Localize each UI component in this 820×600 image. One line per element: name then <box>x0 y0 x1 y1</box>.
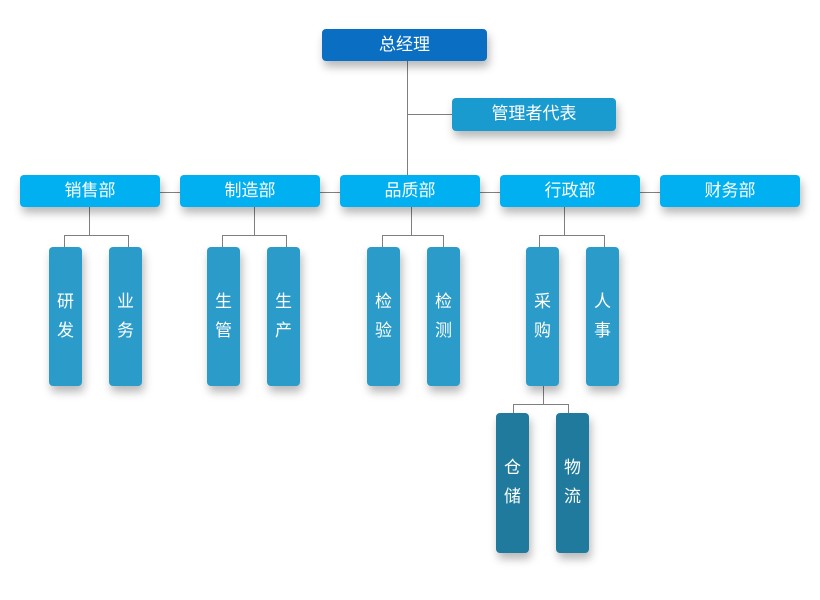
connector-sub-2-0 <box>382 235 383 247</box>
node-warehousing[interactable]: 仓储 <box>496 413 529 553</box>
connector-dept-2-bar <box>382 235 444 236</box>
connector-sub-0-0 <box>64 235 65 247</box>
node-inspection[interactable]: 检验 <box>367 247 400 386</box>
node-human-resources[interactable]: 人事 <box>586 247 619 386</box>
connector-subsub-1 <box>568 404 569 413</box>
node-rnd[interactable]: 研发 <box>49 247 82 386</box>
connector-sub-0-1 <box>128 235 129 247</box>
node-label: 采购 <box>534 291 551 341</box>
connector-ceo-trunk <box>407 61 408 192</box>
node-label: 生管 <box>215 291 232 341</box>
node-purchasing[interactable]: 采购 <box>526 247 559 386</box>
connector-subsub-0 <box>513 404 514 413</box>
node-business[interactable]: 业务 <box>109 247 142 386</box>
connector-dept-2-stem <box>411 207 412 235</box>
node-label: 研发 <box>57 291 74 341</box>
connector-dept-1-bar <box>222 235 287 236</box>
connector-dept-0-bar <box>64 235 129 236</box>
connector-purchasing-stem <box>543 386 544 404</box>
node-label: 财务部 <box>704 180 756 201</box>
node-sales-department[interactable]: 销售部 <box>20 175 160 207</box>
connector-dept-1-stem <box>254 207 255 235</box>
node-label: 品质部 <box>384 180 436 201</box>
node-label: 仓储 <box>504 458 521 507</box>
node-finance-department[interactable]: 财务部 <box>660 175 800 207</box>
node-testing[interactable]: 检测 <box>427 247 460 386</box>
node-general-manager[interactable]: 总经理 <box>322 29 487 61</box>
node-label: 行政部 <box>544 180 596 201</box>
node-label: 制造部 <box>224 180 276 201</box>
connector-dept-0-stem <box>89 207 90 235</box>
connector-sub-3-0 <box>539 235 540 247</box>
node-label: 物流 <box>564 458 581 507</box>
node-label: 人事 <box>594 291 611 341</box>
connector-representative <box>407 114 452 115</box>
node-logistics[interactable]: 物流 <box>556 413 589 553</box>
node-management-representative[interactable]: 管理者代表 <box>452 98 616 131</box>
connector-sub-1-0 <box>222 235 223 247</box>
node-label: 管理者代表 <box>491 104 577 124</box>
node-label: 生产 <box>275 291 292 341</box>
node-label: 业务 <box>117 291 134 341</box>
node-label: 检测 <box>435 291 452 341</box>
node-label: 总经理 <box>379 34 430 55</box>
node-administration-department[interactable]: 行政部 <box>500 175 640 207</box>
node-manufacturing-department[interactable]: 制造部 <box>180 175 320 207</box>
connector-sub-3-1 <box>604 235 605 247</box>
connector-sub-1-1 <box>286 235 287 247</box>
connector-dept-3-stem <box>564 207 565 235</box>
connector-sub-2-1 <box>443 235 444 247</box>
node-label: 检验 <box>375 291 392 341</box>
connector-dept-3-bar <box>539 235 605 236</box>
node-production[interactable]: 生产 <box>267 247 300 386</box>
node-label: 销售部 <box>64 180 116 201</box>
node-production-control[interactable]: 生管 <box>207 247 240 386</box>
node-quality-department[interactable]: 品质部 <box>340 175 480 207</box>
connector-purchasing-bar <box>513 404 569 405</box>
